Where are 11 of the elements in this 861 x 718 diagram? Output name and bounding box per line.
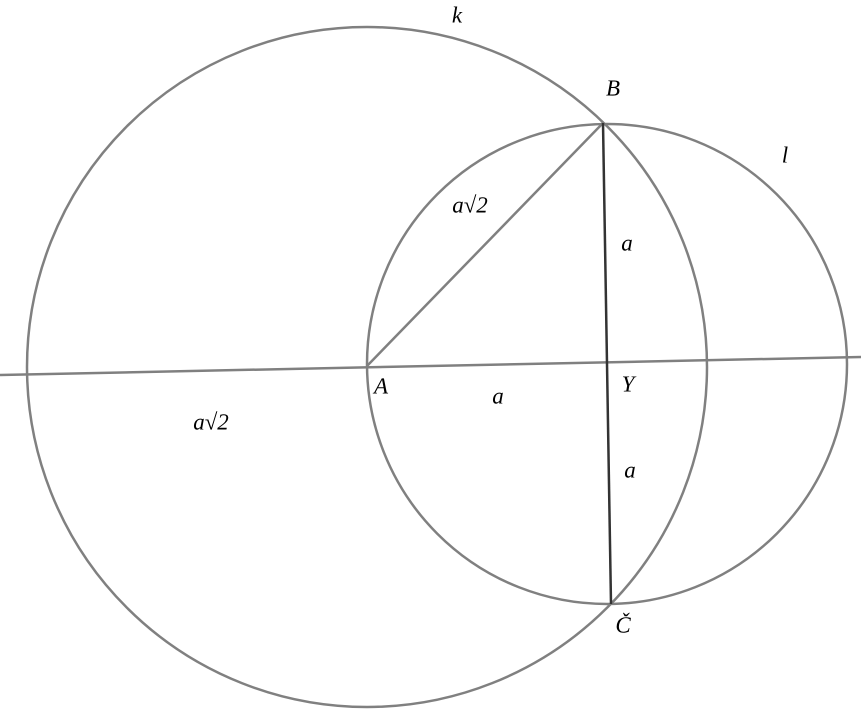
length-label: a (621, 232, 633, 254)
point-label: A (374, 374, 388, 398)
length-label: a (624, 458, 636, 482)
circle-label: k (452, 4, 462, 26)
length-label: a√2 (452, 194, 488, 216)
point-label: B (606, 76, 620, 100)
length-label: a√2 (193, 410, 229, 434)
circle-label: l (782, 144, 788, 166)
length-label: a (492, 384, 504, 408)
point-label: Č (615, 614, 631, 636)
point-label: Y (622, 372, 634, 396)
